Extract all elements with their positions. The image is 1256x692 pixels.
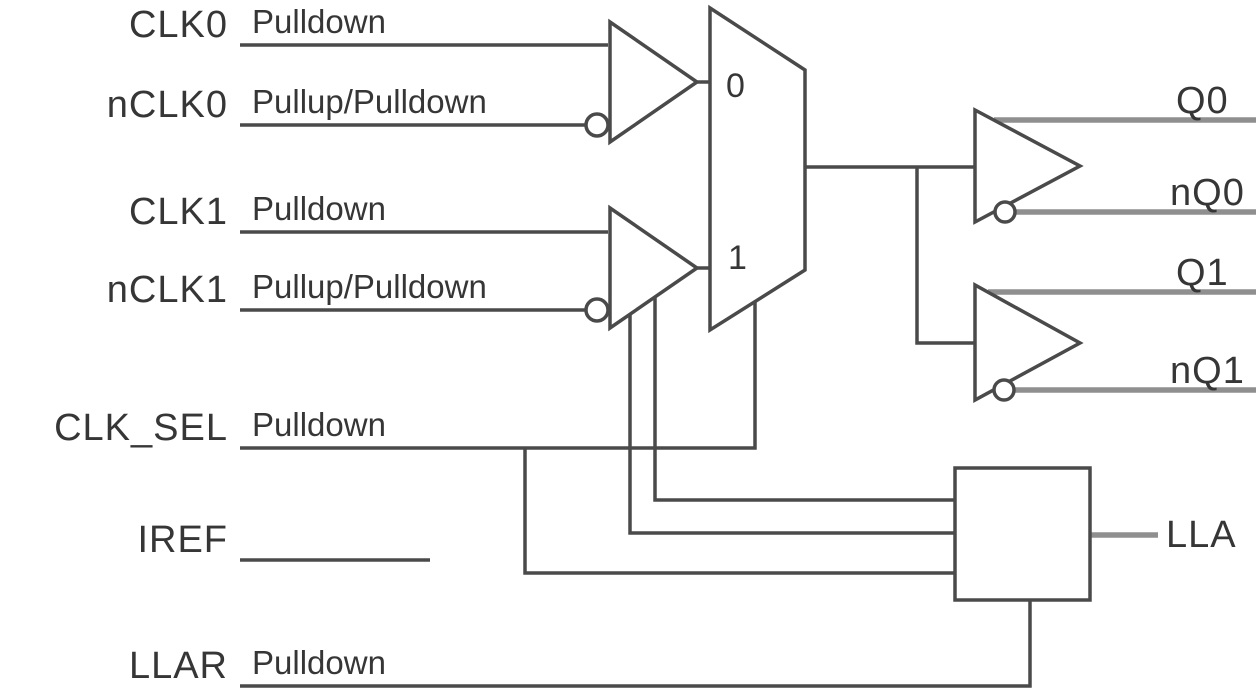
lla-block <box>953 466 1092 602</box>
label-q0: Q0 <box>1176 80 1229 122</box>
wire-out-branch <box>915 167 975 345</box>
signal-wires <box>240 43 1032 688</box>
wire-clk-sel-tap <box>523 448 955 575</box>
wire-clk-sel <box>240 301 757 450</box>
label-lla: LLA <box>1166 514 1237 556</box>
label-clk1: CLK1 <box>129 191 228 233</box>
label-nq1: nQ1 <box>1170 350 1245 392</box>
output-driver0-triangle <box>973 107 1084 225</box>
label-mux-input-0: 0 <box>726 67 745 105</box>
labels: CLK0 nCLK0 CLK1 nCLK1 CLK_SEL IREF LLAR … <box>54 3 1245 687</box>
label-clk1-resistor: Pulldown <box>252 190 386 227</box>
label-nclk0: nCLK0 <box>107 84 228 126</box>
label-nclk1-resistor: Pullup/Pulldown <box>252 268 487 305</box>
label-nq0: nQ0 <box>1170 172 1245 214</box>
input-buffer1-triangle <box>608 204 701 332</box>
wire-llar <box>240 600 1032 688</box>
nq0-inversion-bubble <box>993 200 1017 224</box>
label-clk-sel-resistor: Pulldown <box>252 406 386 443</box>
wire-tap-b <box>628 314 955 535</box>
label-clk0-resistor: Pulldown <box>252 3 386 40</box>
label-clk0: CLK0 <box>129 4 228 46</box>
input-buffer0-triangle <box>608 18 701 146</box>
mux-trapezoid <box>708 4 807 334</box>
nq1-inversion-bubble <box>992 378 1016 402</box>
label-iref: IREF <box>137 519 228 561</box>
output-driver1-triangle <box>973 282 1084 403</box>
nclk1-inversion-bubble <box>584 297 610 323</box>
output-wires <box>988 117 1256 538</box>
wire-tap-a <box>653 297 955 502</box>
label-llar: LLAR <box>129 645 228 687</box>
label-llar-resistor: Pulldown <box>252 644 386 681</box>
symbols <box>584 4 1092 602</box>
label-q1: Q1 <box>1176 252 1229 294</box>
label-mux-input-1: 1 <box>728 239 747 277</box>
label-clk-sel: CLK_SEL <box>54 407 228 449</box>
label-nclk1: nCLK1 <box>107 269 228 311</box>
label-nclk0-resistor: Pullup/Pulldown <box>252 83 487 120</box>
nclk0-inversion-bubble <box>584 112 610 138</box>
